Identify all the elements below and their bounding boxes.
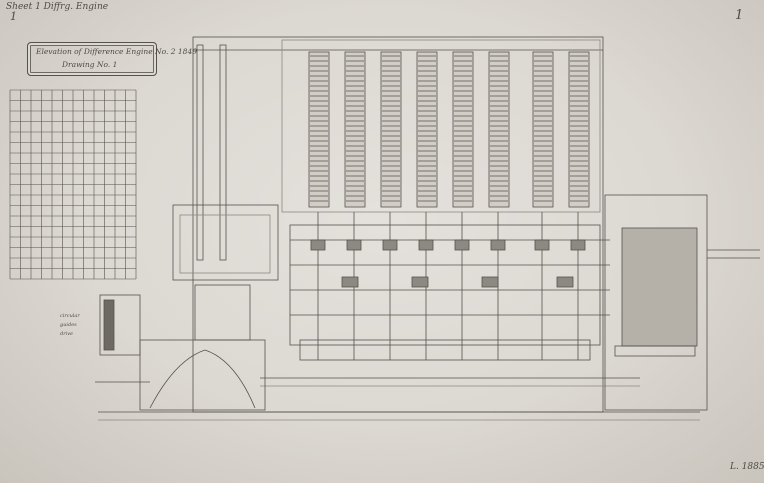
shaft-gear — [454, 239, 470, 251]
figure-wheel-column — [532, 51, 554, 208]
corner-note: Sheet 1 Diffrg. Engine — [6, 2, 109, 12]
figure-wheel-column — [488, 51, 510, 208]
drawing-title: Elevation of Difference Engine No. 2 184… — [36, 47, 197, 56]
drive-gear-stack — [194, 284, 251, 341]
figure-wheel-column — [416, 51, 438, 208]
left-upright-b — [219, 44, 227, 261]
shaft-gear — [570, 239, 586, 251]
table-grid — [9, 89, 137, 280]
figure-wheel-column — [568, 51, 590, 208]
figure-wheel-column — [452, 51, 474, 208]
printing-apparatus-outer — [604, 194, 708, 411]
left-carriage-inner — [179, 214, 271, 274]
shaft-gear — [382, 239, 398, 251]
shaft-gear — [310, 239, 326, 251]
sheet-number-right: 1 — [735, 8, 744, 23]
shaft-gear — [341, 276, 359, 288]
shaft-gear — [534, 239, 550, 251]
drive-annotation-line: circular — [60, 313, 80, 319]
figure-wheel-columns — [308, 51, 590, 208]
shaft-gear — [418, 239, 434, 251]
shaft-gear — [490, 239, 506, 251]
figure-wheel-region — [281, 39, 601, 213]
catalog-number: L. 1885 — [730, 462, 764, 472]
left-upright-a — [196, 44, 204, 261]
drive-wheel-face — [103, 299, 115, 351]
drive-arch — [149, 349, 256, 409]
drive-annotation-line: guides — [60, 322, 77, 328]
drive-annotation-line: drive — [60, 331, 73, 337]
shaft-gear — [346, 239, 362, 251]
drive-wheel-housing — [99, 294, 141, 356]
printing-apparatus-grid — [621, 227, 698, 347]
figure-wheel-column — [380, 51, 402, 208]
figure-wheel-column — [344, 51, 366, 208]
figure-wheel-column — [308, 51, 330, 208]
shaft-gear — [481, 276, 499, 288]
mechanism-frame — [289, 224, 601, 346]
sheet-number-left: 1 — [10, 10, 17, 23]
drive-annotation: circular guides drive — [60, 312, 80, 339]
shaft-gear — [556, 276, 574, 288]
lower-rail-assembly — [299, 339, 591, 361]
left-carriage-box — [172, 204, 279, 281]
title-cartouche: Elevation of Difference Engine No. 2 184… — [27, 42, 197, 76]
printing-apparatus-base — [614, 345, 696, 357]
shaft-gear — [411, 276, 429, 288]
vertical-shafts — [310, 212, 586, 360]
drawing-subtitle: Drawing No. 1 — [62, 60, 118, 69]
